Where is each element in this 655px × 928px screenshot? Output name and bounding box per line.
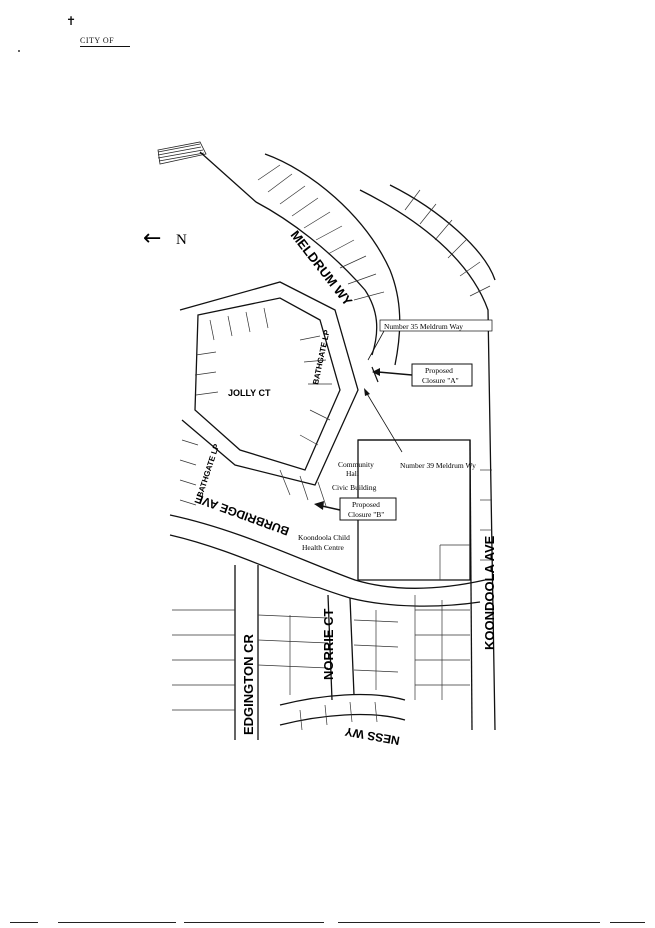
road-edges — [169, 151, 496, 740]
north-arrow-icon: ← — [143, 226, 161, 251]
north-label: N — [176, 232, 187, 248]
scan-speck — [18, 50, 20, 52]
callout-number35: Number 35 Meldrum Way — [367, 319, 493, 361]
closure-b-line2: Closure "B" — [348, 510, 384, 519]
number39-label: Number 39 Meldrum Wy — [400, 461, 476, 470]
closure-a-line2: Closure "A" — [422, 376, 459, 385]
street-label-norrie: NORRIE CT — [321, 608, 336, 680]
health-centre-line2: Health Centre — [302, 543, 345, 552]
health-centre-line1: Koondoola Child — [298, 533, 350, 542]
street-label-burbridge: BURBRIDGE AVE — [193, 491, 291, 538]
footer-rule-4 — [338, 922, 600, 923]
closure-a-line1: Proposed — [425, 366, 453, 375]
community-hall-line1: Community — [338, 460, 374, 469]
footer-rule-3 — [184, 922, 324, 923]
street-label-ness: NESS WY — [344, 724, 401, 747]
street-label-edgington: EDGINGTON CR — [241, 634, 256, 735]
crest-icon: ✝ — [66, 14, 77, 28]
closure-b-arrow-icon — [314, 501, 324, 510]
civic-building-label: Civic Building — [332, 483, 377, 492]
number35-label: Number 35 Meldrum Way — [384, 322, 463, 331]
lot-lines — [172, 164, 492, 731]
closure-a-arrow-icon — [372, 368, 380, 376]
footer-rule-2 — [58, 922, 176, 923]
document-header: ✝ CITY OF — [66, 14, 156, 54]
community-hall-line2: Hall — [346, 469, 359, 478]
city-label: CITY OF — [80, 36, 130, 47]
reserve-hatch — [157, 141, 207, 165]
footer-rule-1 — [10, 922, 38, 923]
street-map: ← N MELDRUM WY BATHGATE LP JOLLY CT BATH… — [143, 141, 497, 748]
street-label-jolly: JOLLY CT — [228, 388, 271, 398]
closure-b-line1: Proposed — [352, 500, 380, 509]
street-label-koondoola: KOONDOOLA AVE — [482, 535, 497, 650]
street-label-bathgate-lower: BATHGATE LP — [195, 442, 221, 498]
street-label-meldrum: MELDRUM WY — [288, 228, 356, 309]
footer-rule-5 — [610, 922, 645, 923]
callout-number39: Number 39 Meldrum Wy — [364, 388, 476, 470]
closure-b: Proposed Closure "B" — [314, 497, 397, 521]
north-arrow: ← N — [143, 226, 187, 251]
closure-a: Proposed Closure "A" — [371, 363, 473, 387]
